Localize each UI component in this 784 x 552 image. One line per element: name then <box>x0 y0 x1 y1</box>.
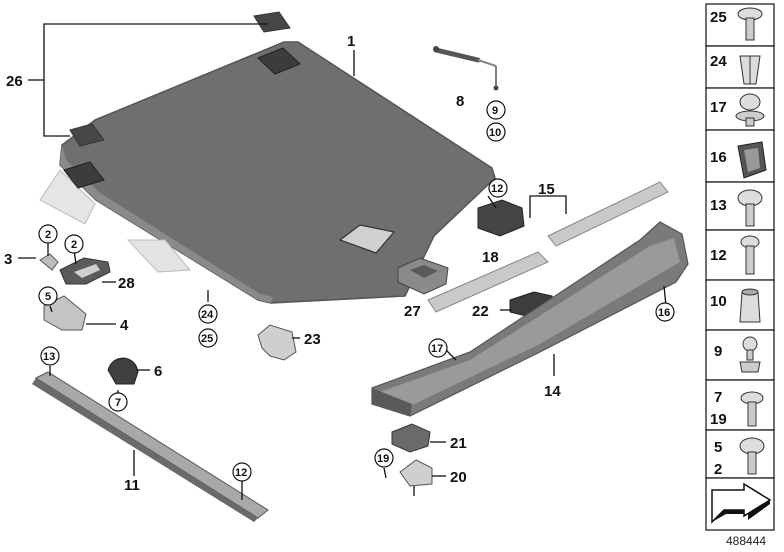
callout-circle <box>108 392 128 412</box>
floor-panel <box>39 41 496 304</box>
arrow-icon <box>711 482 772 524</box>
callout-7: 7 <box>115 397 121 409</box>
callout-circle <box>64 234 84 254</box>
legend-label: 12 <box>710 247 727 264</box>
callout-4: 4 <box>120 317 129 334</box>
legend-label: 13 <box>710 197 727 214</box>
callout-11: 11 <box>124 477 140 494</box>
legend-label: 16 <box>710 149 727 166</box>
legend-label: 25 <box>710 9 727 26</box>
callout-circle <box>198 304 218 324</box>
callout-2a: 2 <box>45 229 51 241</box>
legend-label: 7 <box>714 389 722 406</box>
callout-26: 26 <box>6 73 23 90</box>
rear-trim-panel <box>371 221 689 417</box>
legend-cell <box>705 429 775 479</box>
ball-stud-icon <box>739 336 761 373</box>
callout-circle <box>486 122 506 142</box>
flat-head-screw-icon <box>740 391 764 427</box>
legend-label: 17 <box>710 99 727 116</box>
callout-17: 17 <box>431 343 443 355</box>
trim-strip <box>427 181 669 313</box>
gas-strut <box>433 46 499 91</box>
callout-1: 1 <box>347 33 355 50</box>
callout-12b: 12 <box>235 467 247 479</box>
callout-18: 18 <box>482 249 499 266</box>
callout-14: 14 <box>544 383 561 400</box>
callout-19: 19 <box>377 453 389 465</box>
callout-circle <box>198 328 218 348</box>
callout-circle <box>38 286 58 306</box>
callout-circle <box>655 302 675 322</box>
callout-labels: 1 26 8 9 10 12 15 18 2 2 3 28 5 4 24 25 … <box>4 33 675 494</box>
recess-cover <box>397 257 449 295</box>
callout-circle <box>428 338 448 358</box>
legend-label: 5 <box>714 439 722 456</box>
callout-circle <box>374 448 394 468</box>
legend-cell <box>705 379 775 431</box>
spring-clip-icon <box>737 141 767 179</box>
clip-21 <box>391 423 431 453</box>
clip-6 <box>107 357 139 385</box>
legend-cell <box>705 181 775 231</box>
callout-5: 5 <box>45 291 51 303</box>
bracket-23 <box>257 324 297 361</box>
leader-lines <box>18 23 667 500</box>
callout-25: 25 <box>201 333 213 345</box>
callout-21: 21 <box>450 435 467 452</box>
torx-screw-icon <box>737 7 763 41</box>
callout-12a: 12 <box>491 183 503 195</box>
callout-circle <box>486 100 506 120</box>
callout-28: 28 <box>118 275 135 292</box>
legend-cell <box>705 45 775 89</box>
callout-20: 20 <box>450 469 467 486</box>
diagram-id: 488444 <box>726 534 766 548</box>
callout-circle <box>38 224 58 244</box>
legend-label: 24 <box>710 53 727 70</box>
callout-13: 13 <box>43 351 55 363</box>
legend-label: 10 <box>710 293 727 310</box>
callout-16: 16 <box>658 307 670 319</box>
legend-label: 19 <box>710 411 727 428</box>
callout-6: 6 <box>154 363 162 380</box>
callout-15: 15 <box>538 181 555 198</box>
screw-icon <box>740 235 760 275</box>
legend-label: 2 <box>714 461 722 478</box>
callout-3: 3 <box>4 251 12 268</box>
pan-head-screw-icon <box>739 437 765 475</box>
callout-circle <box>40 346 60 366</box>
corner-cap <box>63 11 301 189</box>
floor-rail <box>32 371 269 522</box>
callout-8: 8 <box>456 93 464 110</box>
box-18 <box>477 199 525 237</box>
rivet-clip-icon <box>735 93 765 127</box>
callout-22: 22 <box>472 303 489 320</box>
bracket-left <box>39 253 111 331</box>
hex-nut-insert-icon <box>739 288 761 323</box>
callout-27: 27 <box>404 303 421 320</box>
callout-2b: 2 <box>71 239 77 251</box>
hook-20 <box>399 459 433 496</box>
callout-10: 10 <box>489 127 501 139</box>
callout-23: 23 <box>304 331 321 348</box>
callout-circle <box>488 178 508 198</box>
fastener-legend: 25 24 17 16 13 12 10 9 7 19 5 2 <box>705 3 775 531</box>
callout-9: 9 <box>492 105 498 117</box>
legend-cell <box>705 329 775 381</box>
expanding-nut-icon <box>739 55 761 85</box>
callout-circle <box>232 462 252 482</box>
legend-cell <box>705 229 775 281</box>
callout-24: 24 <box>201 309 214 321</box>
legend-label: 9 <box>714 343 722 360</box>
collar-screw-icon <box>737 189 763 227</box>
